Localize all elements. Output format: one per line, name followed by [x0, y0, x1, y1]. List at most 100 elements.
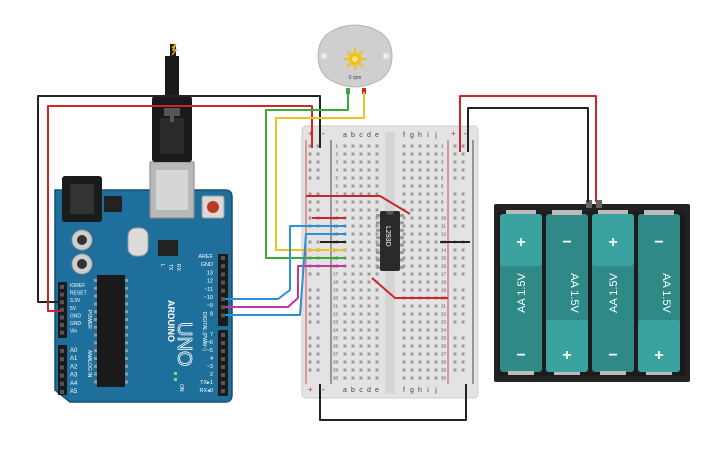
wire-5v[interactable]	[47, 105, 313, 312]
power-pin-label: IOREF	[70, 283, 85, 289]
battery-pack[interactable]: +−AA 1.5V−+AA 1.5V+−AA 1.5V−+AA 1.5V	[494, 200, 690, 382]
wire-pin11[interactable]	[225, 265, 346, 308]
chip-label: L293D	[384, 226, 391, 247]
header-pin-label: ~9	[207, 303, 213, 309]
wire-pin9[interactable]	[225, 233, 346, 316]
crystal	[127, 227, 149, 257]
header-pin-label: GND	[201, 262, 213, 268]
battery-bottom-sign: +	[562, 347, 571, 364]
battery-top-sign: +	[608, 234, 617, 251]
row-number: 3	[441, 160, 444, 165]
column-letter: g	[410, 387, 414, 394]
wire-pin10[interactable]	[225, 225, 346, 300]
power-pin-label: 5V	[70, 306, 77, 312]
row-number: 19	[441, 288, 447, 293]
battery-top-sign: −	[654, 234, 663, 251]
header-pin-label: ~10	[204, 295, 213, 301]
row-number: 23	[441, 320, 447, 325]
column-letter: h	[418, 132, 422, 139]
battery-label: AA 1.5V	[660, 273, 672, 313]
header-pin-label: 12	[207, 279, 213, 285]
column-letter: i	[427, 132, 429, 139]
battery-bottom-sign: −	[516, 347, 525, 364]
battery-bottom-sign: +	[654, 347, 663, 364]
led-label: L	[159, 264, 165, 267]
row-number: 11	[441, 224, 446, 229]
atmega-chip	[97, 275, 125, 387]
analog-pin-label: A0	[70, 348, 78, 354]
wire-chip-vs[interactable]	[371, 277, 448, 299]
power-pin-label: RESET	[70, 291, 87, 297]
arduino-brand: ARDUINO	[166, 300, 176, 342]
power-pin-label: GND	[70, 321, 82, 327]
row-number: 26	[441, 344, 447, 349]
row-number: 7	[335, 192, 338, 197]
rail-minus-label: -	[322, 129, 325, 138]
column-letter: b	[351, 387, 355, 394]
column-letter: b	[351, 132, 355, 139]
wire-battery-plus[interactable]	[459, 95, 597, 202]
dc-motor[interactable]: 0 rpm	[317, 24, 393, 94]
header-pin-label: 13	[207, 270, 213, 276]
row-number: 16	[441, 264, 447, 269]
column-letter: f	[403, 387, 405, 394]
analog-section-label: ANALOG IN	[86, 350, 92, 378]
analog-pin-label: A5	[70, 389, 78, 395]
analog-header	[58, 345, 67, 395]
wire-motor-yellow[interactable]	[275, 92, 365, 251]
row-number: 28	[441, 360, 447, 365]
column-letter: c	[359, 387, 363, 394]
header-pin-label: AREF	[198, 254, 213, 260]
small-chip	[158, 240, 178, 256]
row-number: 17	[441, 272, 447, 277]
wire-gnd[interactable]	[37, 95, 321, 303]
digital-pin-label: ~5	[207, 348, 213, 354]
column-letter: a	[343, 387, 347, 394]
digital-pin-label: 2	[210, 372, 213, 378]
column-letter: d	[367, 132, 371, 139]
row-number: 19	[333, 288, 339, 293]
wire-motor-green[interactable]	[265, 92, 349, 259]
battery-top-sign: −	[562, 234, 571, 251]
analog-pin-label: A4	[70, 381, 78, 387]
l293d-chip[interactable]: L293D	[376, 211, 404, 271]
row-number: 21	[441, 304, 447, 309]
column-letter: h	[418, 387, 422, 394]
battery-cell: −+AA 1.5V	[546, 210, 588, 375]
header-pin-label: ~11	[204, 287, 213, 293]
wire-gnd-bridge[interactable]	[319, 384, 467, 421]
row-number: 25	[441, 336, 447, 341]
column-letter: i	[427, 387, 429, 394]
battery-cell: − + AA 1.5V	[638, 210, 680, 375]
usb-cable[interactable]	[152, 43, 192, 162]
row-number: 9	[335, 208, 338, 213]
row-number: 22	[441, 312, 447, 317]
status-leds	[174, 372, 177, 381]
row-number: 5	[335, 176, 338, 181]
row-number: 1	[335, 144, 338, 149]
rail-minus-label-bottom: -	[322, 385, 325, 394]
digital-pin-label: RX◂0	[200, 388, 213, 394]
row-number: 25	[333, 336, 339, 341]
wire-vcc[interactable]	[306, 195, 411, 215]
row-number: 26	[333, 344, 339, 349]
row-number: 24	[441, 328, 447, 333]
column-letter: a	[343, 132, 347, 139]
wire-battery-minus[interactable]	[467, 107, 589, 202]
battery-cell: +−AA 1.5V	[500, 210, 542, 375]
motor-rpm: 0 rpm	[349, 75, 362, 81]
row-number: 8	[441, 200, 444, 205]
row-number: 30	[333, 376, 339, 381]
digital-header-bottom	[218, 330, 228, 396]
arduino-model: UNO	[173, 322, 195, 366]
analog-pin-label: A1	[70, 356, 78, 362]
analog-pin-label: A3	[70, 373, 78, 379]
wires	[37, 92, 597, 421]
digital-pin-label: TX▸1	[200, 380, 213, 386]
digital-pin-label: ~6	[207, 340, 213, 346]
battery-label: AA 1.5V	[516, 272, 528, 312]
row-number: 9	[441, 208, 444, 213]
